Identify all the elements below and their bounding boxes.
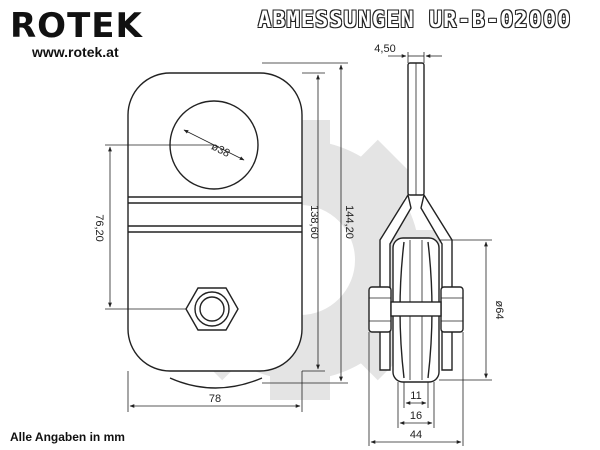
plate-thickness-label: 4,50	[374, 43, 395, 55]
bolt-washer	[194, 291, 230, 327]
sheave-edge	[169, 377, 263, 389]
hex-nut	[185, 287, 239, 331]
left-nut	[368, 286, 392, 333]
sheave-width-label: 16	[410, 410, 422, 422]
total-width-label: 44	[410, 429, 422, 441]
plate-length-label: 138,60	[308, 205, 320, 239]
right-nut	[440, 286, 464, 333]
bolt-head	[199, 296, 225, 322]
website-link[interactable]: www.rotek.at	[32, 44, 119, 60]
side-dimensions	[368, 52, 492, 446]
front-view	[127, 72, 303, 389]
overall-length-label: 144,20	[343, 205, 355, 239]
center-distance-label: 76,20	[93, 214, 105, 242]
side-view	[368, 62, 464, 383]
front-dimensions	[105, 62, 348, 412]
sheave-diameter-label: ø64	[493, 301, 505, 320]
units-note: Alle Angaben in mm	[10, 430, 125, 444]
side-dimension-labels: 4,50 ø64 11 16 44	[374, 43, 505, 441]
drawing-title: ABMESSUNGEN UR-B-02000	[257, 8, 572, 34]
groove-width-label: 11	[410, 390, 421, 402]
brand-logo: ROTEK	[10, 6, 143, 46]
width-label: 78	[209, 393, 221, 405]
axle	[390, 301, 442, 317]
